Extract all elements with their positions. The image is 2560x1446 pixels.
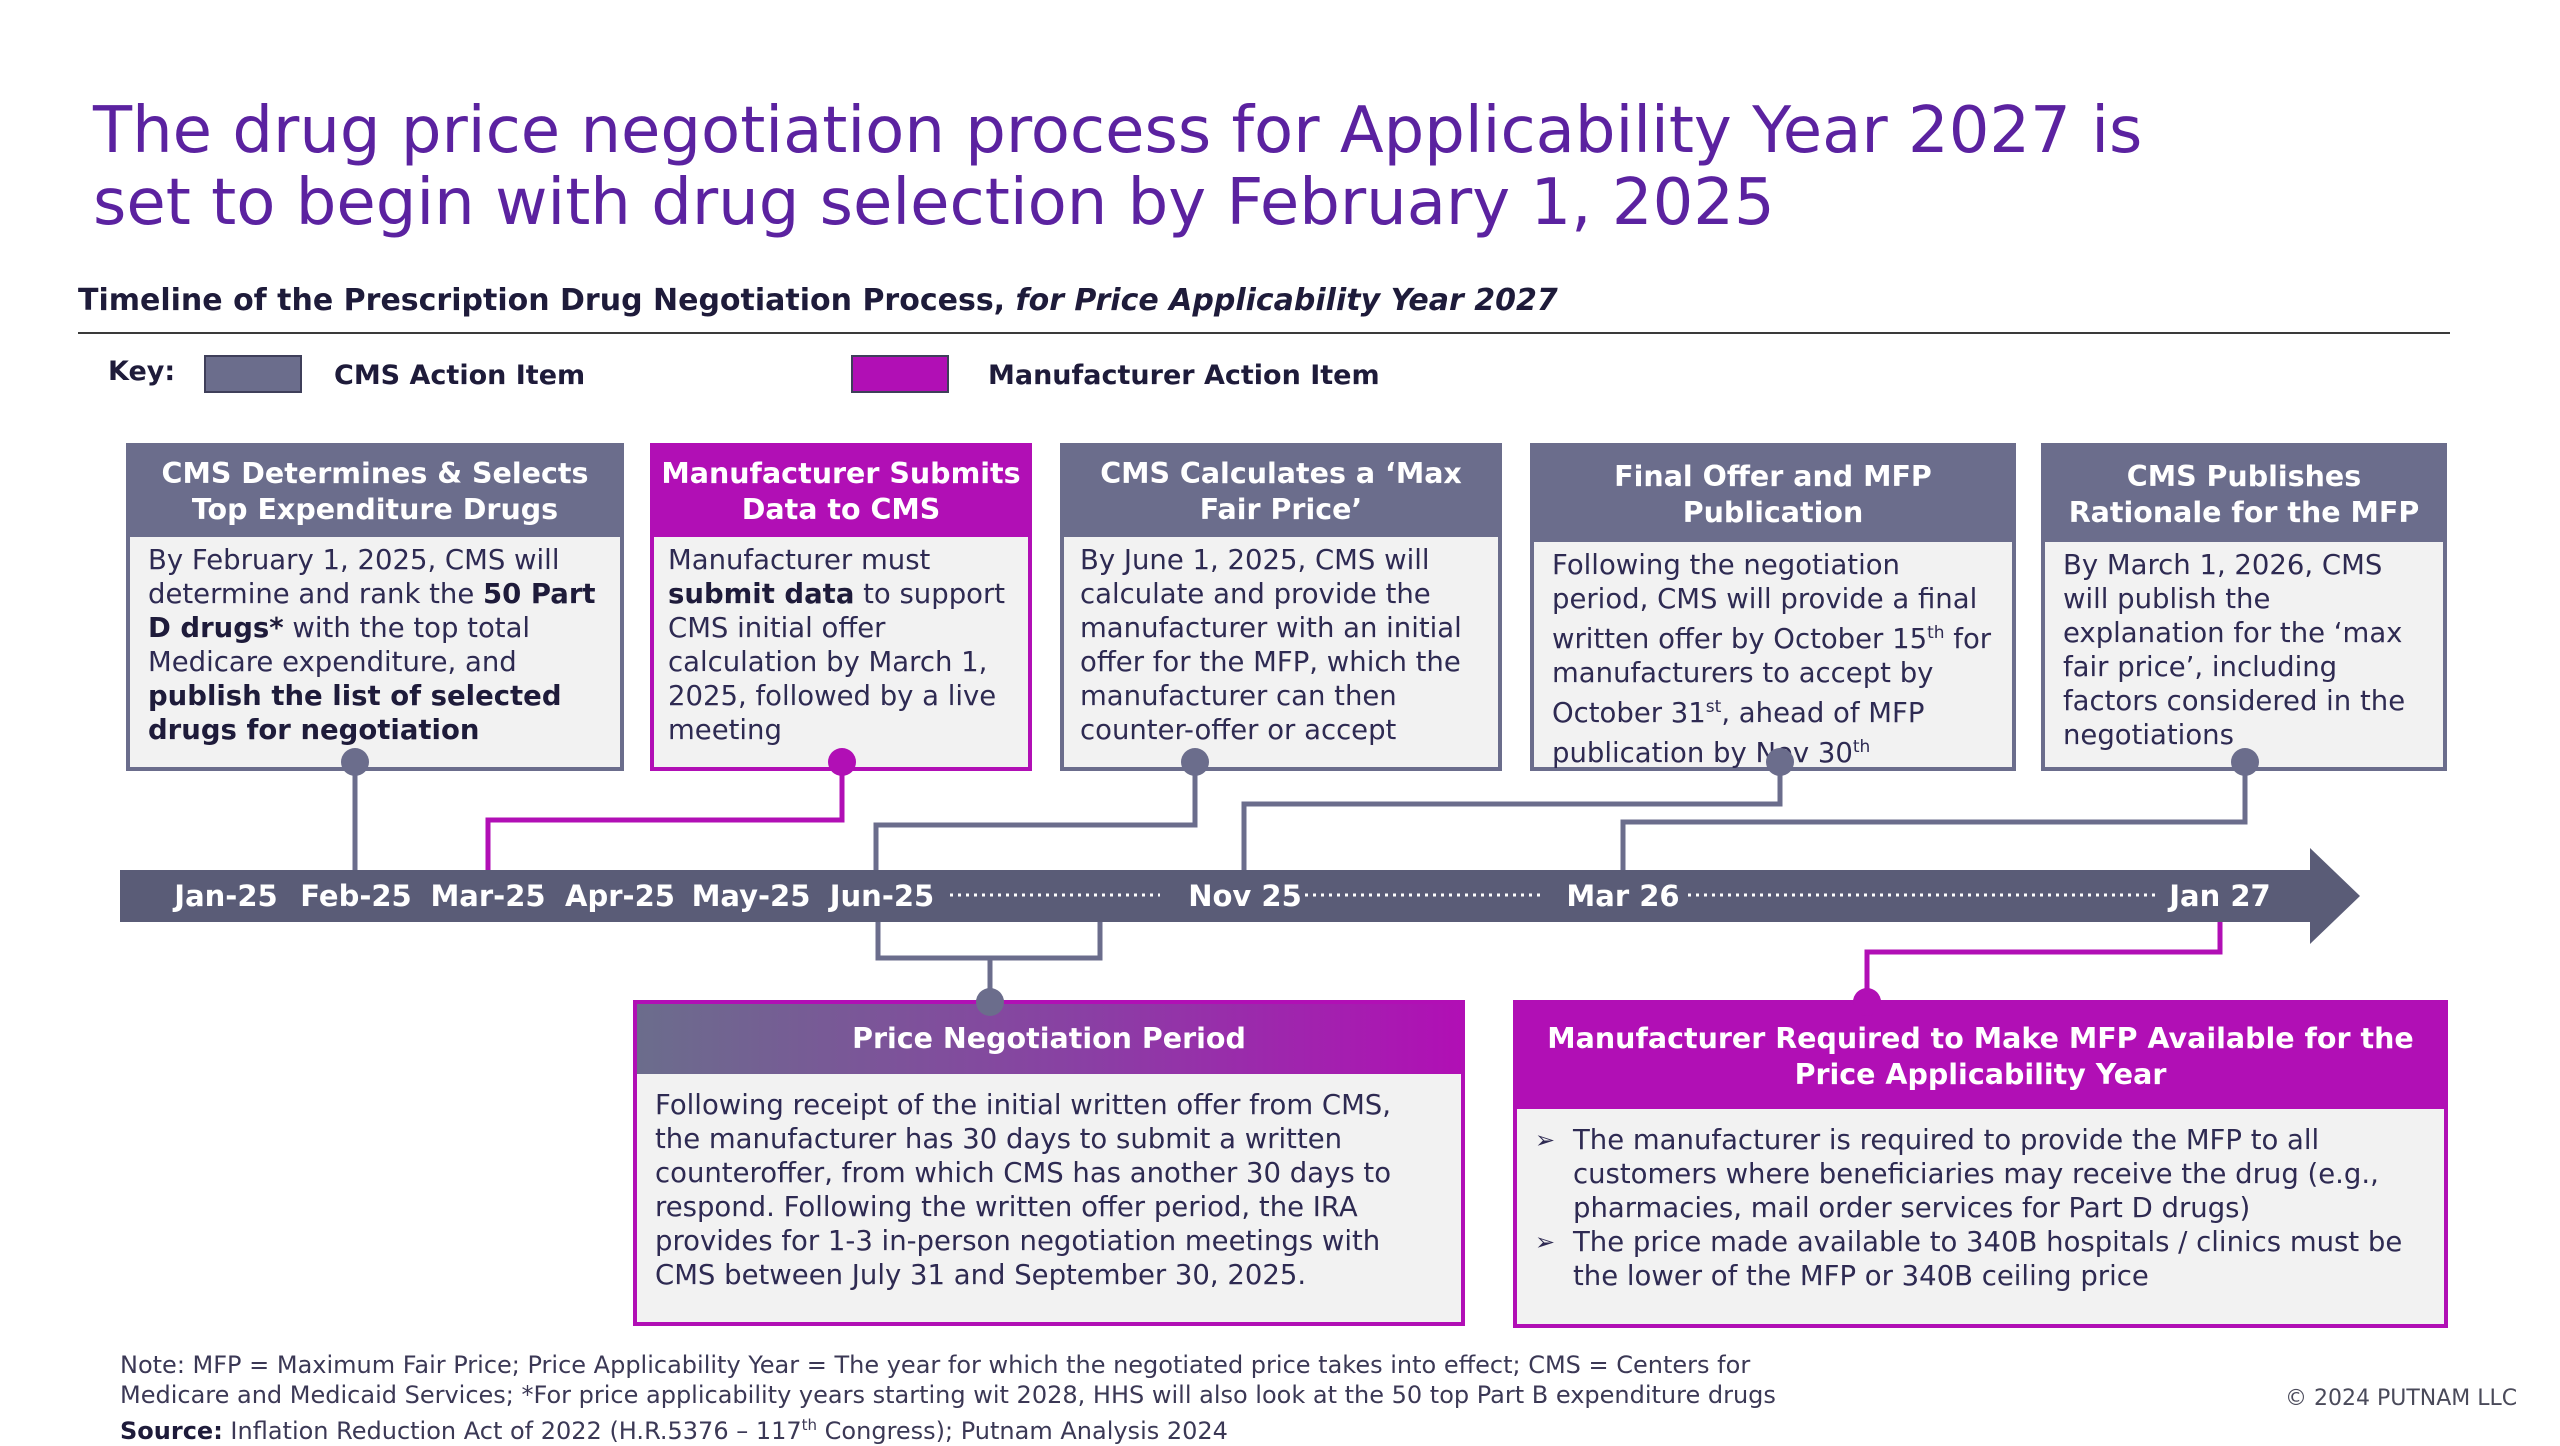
box-text-bold: submit data [668, 578, 855, 610]
box-text: to support CMS initial offer calculation… [668, 578, 1006, 746]
box-price-negotiation-period: Price Negotiation Period Following recei… [633, 1000, 1465, 1326]
box-body: By June 1, 2025, CMS will calculate and … [1080, 544, 1462, 746]
box-text: Manufacturer must [668, 544, 931, 576]
bracket-negotiation [875, 922, 1103, 961]
note-line-1: Note: MFP = Maximum Fair Price; Price Ap… [120, 1351, 1751, 1379]
box-header: CMS Calculates a ‘Max Fair Price’ [1064, 447, 1498, 537]
timeline-label-nov25: Nov 25 [1188, 879, 1302, 913]
box-header: Price Negotiation Period [637, 1004, 1461, 1074]
connector-b7 [1864, 922, 2223, 1000]
timeline-label-jun25: Jun-25 [828, 879, 934, 913]
subtitle-italic: for Price Applicability Year 2027 [1015, 283, 1558, 318]
key-label: Key: [108, 356, 176, 387]
timeline-label-mar26: Mar 26 [1566, 879, 1679, 913]
superscript: th [1852, 737, 1871, 758]
box-text: , ahead of MFP publication by Nov 30 [1552, 697, 1925, 770]
box-cms-calculates-mfp: CMS Calculates a ‘Max Fair Price’ By Jun… [1060, 443, 1502, 771]
box-body: By March 1, 2026, CMS will publish the e… [2063, 549, 2406, 751]
box-manufacturer-submits-data: Manufacturer Submits Data to CMS Manufac… [650, 443, 1032, 771]
box-body: Manufacturer must submit data to support… [654, 537, 1028, 753]
connector-b3 [873, 762, 1198, 870]
box-cms-publishes-rationale: CMS Publishes Rationale for the MFP By M… [2041, 443, 2447, 771]
source-line: Source: Inflation Reduction Act of 2022 … [120, 1410, 2120, 1446]
timeline-label-may25: May-25 [692, 879, 811, 913]
box-cms-selects-drugs: CMS Determines & Selects Top Expenditure… [126, 443, 624, 771]
header-divider [78, 332, 2450, 334]
copyright: © 2024 PUTNAM LLC [2285, 1386, 2518, 1411]
superscript: th [801, 1416, 818, 1434]
cms-key-swatch [204, 355, 302, 393]
cms-key-label: CMS Action Item [334, 360, 586, 391]
connector-b2 [485, 762, 845, 870]
source-text-end: Congress); Putnam Analysis 2024 [817, 1417, 1228, 1445]
box-text: for manufacturers to accept by October 3… [1552, 623, 1992, 730]
page-title: The drug price negotiation process for A… [93, 94, 2143, 240]
box-final-offer: Final Offer and MFP Publication Followin… [1530, 443, 2016, 771]
box-header: Final Offer and MFP Publication [1534, 447, 2012, 542]
box-body: Following the negotiation period, CMS wi… [1534, 542, 2012, 776]
connector-b4 [1241, 762, 1783, 870]
superscript: st [1705, 697, 1722, 718]
timeline-label-apr25: Apr-25 [565, 879, 675, 913]
bullet-item: The manufacturer is required to provide … [1535, 1123, 2426, 1225]
superscript: th [1927, 623, 1945, 643]
subtitle-main: Timeline of the Prescription Drug Negoti… [78, 283, 1006, 318]
timeline-label-feb25: Feb-25 [300, 879, 411, 913]
bullet-list: The manufacturer is required to provide … [1535, 1123, 2426, 1293]
timeline-label-mar25: Mar-25 [430, 879, 545, 913]
source-text: Inflation Reduction Act of 2022 (H.R.537… [222, 1417, 802, 1445]
box-text: Following the negotiation period, CMS wi… [1552, 549, 1978, 656]
diagram-subtitle: Timeline of the Prescription Drug Negoti… [78, 283, 1558, 318]
box-header: Manufacturer Submits Data to CMS [654, 447, 1028, 537]
source-label: Source: [120, 1417, 223, 1445]
bullet-item: The price made available to 340B hospita… [1535, 1225, 2426, 1293]
box-body: Following receipt of the initial written… [655, 1089, 1392, 1291]
note-line-2: Medicare and Medicaid Services; *For pri… [120, 1381, 1776, 1409]
timeline-label-jan25: Jan-25 [172, 879, 277, 913]
manufacturer-key-swatch [851, 355, 949, 393]
box-text-bold: publish the list of selected drugs for n… [148, 680, 562, 746]
box-text-bold: 50 Part D drugs* [148, 578, 596, 644]
timeline-label-jan27: Jan 27 [2167, 879, 2270, 913]
box-body: By February 1, 2025, CMS will determine … [130, 537, 620, 753]
box-body: The manufacturer is required to provide … [1517, 1109, 2444, 1307]
box-header: Manufacturer Required to Make MFP Availa… [1517, 1004, 2444, 1109]
timeline-arrowhead [2310, 848, 2360, 944]
box-text: By February 1, 2025, CMS will determine … [148, 544, 560, 610]
connector-b5 [1620, 762, 2248, 870]
box-header: CMS Determines & Selects Top Expenditure… [130, 447, 620, 537]
box-text: with the top total Medicare expenditure,… [148, 612, 531, 678]
footer-note: Note: MFP = Maximum Fair Price; Price Ap… [120, 1350, 2120, 1446]
timeline-bar [120, 870, 2315, 922]
box-header: CMS Publishes Rationale for the MFP [2045, 447, 2443, 542]
box-manufacturer-required-mfp: Manufacturer Required to Make MFP Availa… [1513, 1000, 2448, 1328]
manufacturer-key-label: Manufacturer Action Item [988, 360, 1380, 391]
